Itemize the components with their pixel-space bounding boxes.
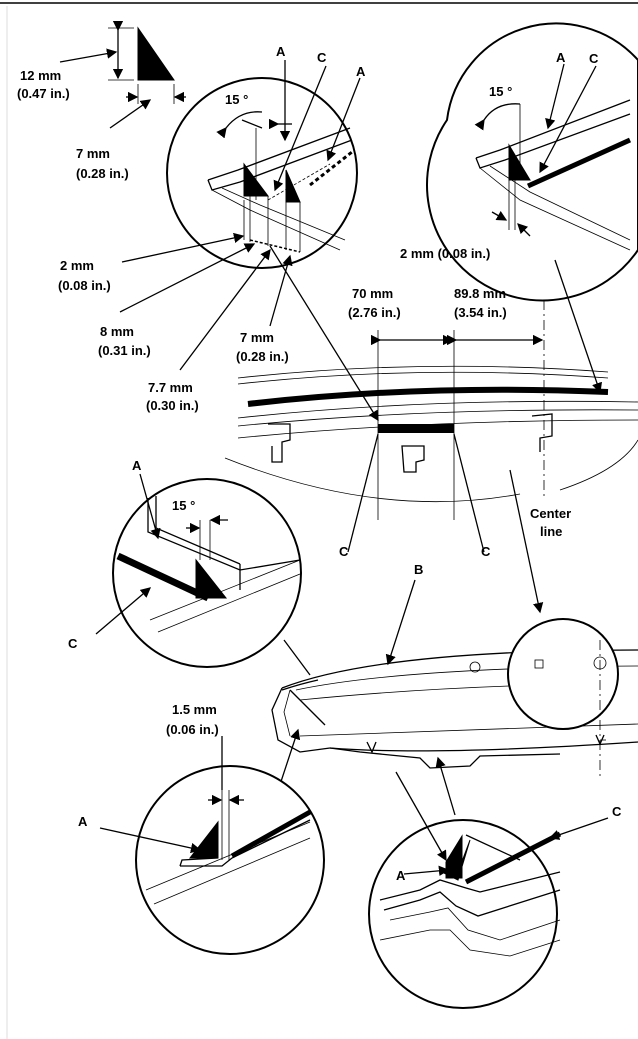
roof-center-section	[224, 245, 638, 614]
detail-circle-front-center	[99, 765, 325, 955]
label-a-circle5: A	[396, 868, 406, 883]
label-70mm: 70 mm	[352, 286, 393, 301]
label-15deg-circle1: 15 °	[225, 92, 248, 107]
detail-circle-side-channel	[368, 771, 609, 1009]
label-7-7mm-in: (0.30 in.)	[146, 398, 199, 413]
label-7mm: 7 mm	[240, 330, 274, 345]
label-c-circle3: C	[68, 636, 78, 651]
label-2mm: 2 mm	[60, 258, 94, 273]
label-c-circle2: C	[589, 51, 599, 66]
label-c-circle5: C	[612, 804, 622, 819]
label-7-7mm: 7.7 mm	[148, 380, 193, 395]
label-8mm-in: (0.31 in.)	[98, 343, 151, 358]
detail-circle-rear-edge	[425, 22, 638, 394]
tape-end-triangle	[137, 26, 175, 81]
label-a2-circle1: A	[356, 64, 366, 79]
label-1-5mm-in: (0.06 in.)	[166, 722, 219, 737]
label-7mm-in: (0.28 in.)	[236, 349, 289, 364]
label-c-right: C	[481, 544, 491, 559]
roof-panel-overview	[264, 579, 638, 831]
label-89-8mm: 89.8 mm	[454, 286, 506, 301]
tape-end-shape-key	[59, 20, 186, 129]
label-c-circle1: C	[317, 50, 327, 65]
label-8mm: 8 mm	[100, 324, 134, 339]
label-12mm-in: (0.47 in.)	[17, 86, 70, 101]
label-c-left: C	[339, 544, 349, 559]
label-15deg-circle3: 15 °	[172, 498, 195, 513]
label-a-circle1: A	[276, 44, 286, 59]
label-7mm-key-in: (0.28 in.)	[76, 166, 129, 181]
label-1-5mm: 1.5 mm	[172, 702, 217, 717]
label-7mm-key: 7 mm	[76, 146, 110, 161]
label-15deg-circle2: 15 °	[489, 84, 512, 99]
label-2mm-circle2: 2 mm (0.08 in.)	[400, 246, 490, 261]
label-line: line	[540, 524, 562, 539]
label-a-circle4: A	[78, 814, 88, 829]
label-a-circle3: A	[132, 458, 142, 473]
label-70mm-in: (2.76 in.)	[348, 305, 401, 320]
detail-circle-front-edge	[166, 60, 361, 269]
label-b: B	[414, 562, 423, 577]
label-a-circle2: A	[556, 50, 566, 65]
circle1-dimension-leaders	[119, 232, 293, 371]
label-89-8mm-in: (3.54 in.)	[454, 305, 507, 320]
label-center: Center	[530, 506, 571, 521]
detail-circle-corner	[95, 473, 311, 676]
label-12mm: 12 mm	[20, 68, 61, 83]
label-2mm-in: (0.08 in.)	[58, 278, 111, 293]
